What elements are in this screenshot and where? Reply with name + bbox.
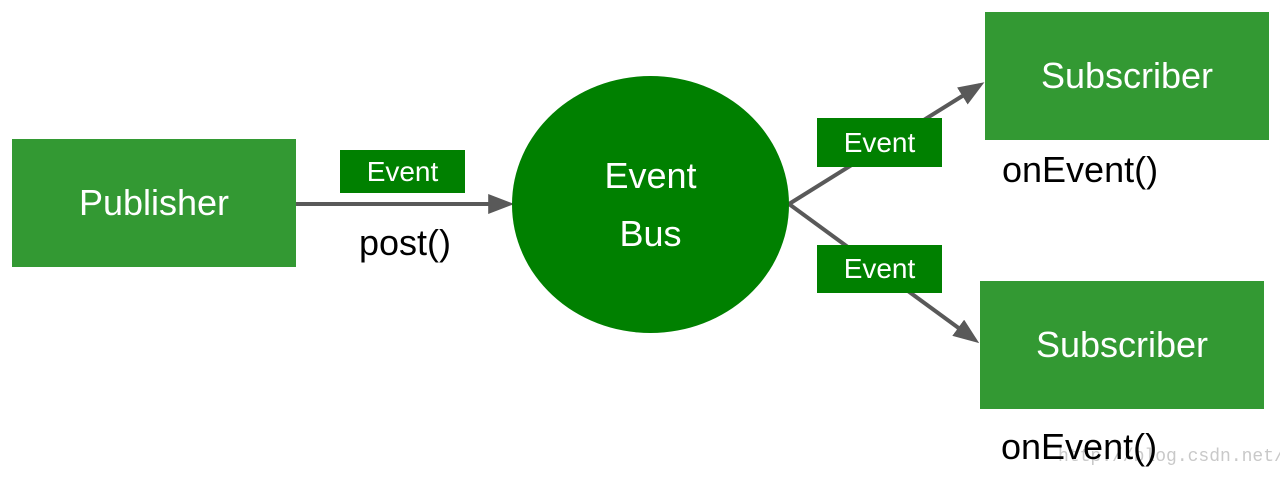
- event-bus-label-line1: Event: [604, 154, 697, 196]
- publisher-label: Publisher: [78, 182, 230, 223]
- subscriber-top-label: Subscriber: [1040, 55, 1214, 96]
- event-tag-publish-label: Event: [366, 155, 439, 187]
- event-tag-top: Event: [817, 118, 942, 167]
- publisher-box: Publisher: [12, 139, 296, 267]
- watermark: http://blog.csdn.net/: [1058, 447, 1280, 467]
- onevent-bottom-label: onEvent(): [1001, 426, 1158, 467]
- subscriber-bottom-box: Subscriber: [980, 281, 1264, 409]
- event-tag-publish: Event: [340, 150, 465, 193]
- subscriber-bottom-label: Subscriber: [1035, 324, 1209, 365]
- event-bus-circle: Event Bus: [512, 76, 789, 333]
- onevent-top-label: onEvent(): [1002, 149, 1159, 190]
- event-tag-bottom-label: Event: [843, 253, 916, 284]
- post-method-label: post(): [358, 222, 452, 263]
- event-bus-label-line2: Bus: [619, 212, 682, 254]
- event-tag-top-label: Event: [843, 126, 916, 158]
- subscriber-top-box: Subscriber: [985, 12, 1269, 140]
- event-tag-bottom: Event: [817, 245, 942, 293]
